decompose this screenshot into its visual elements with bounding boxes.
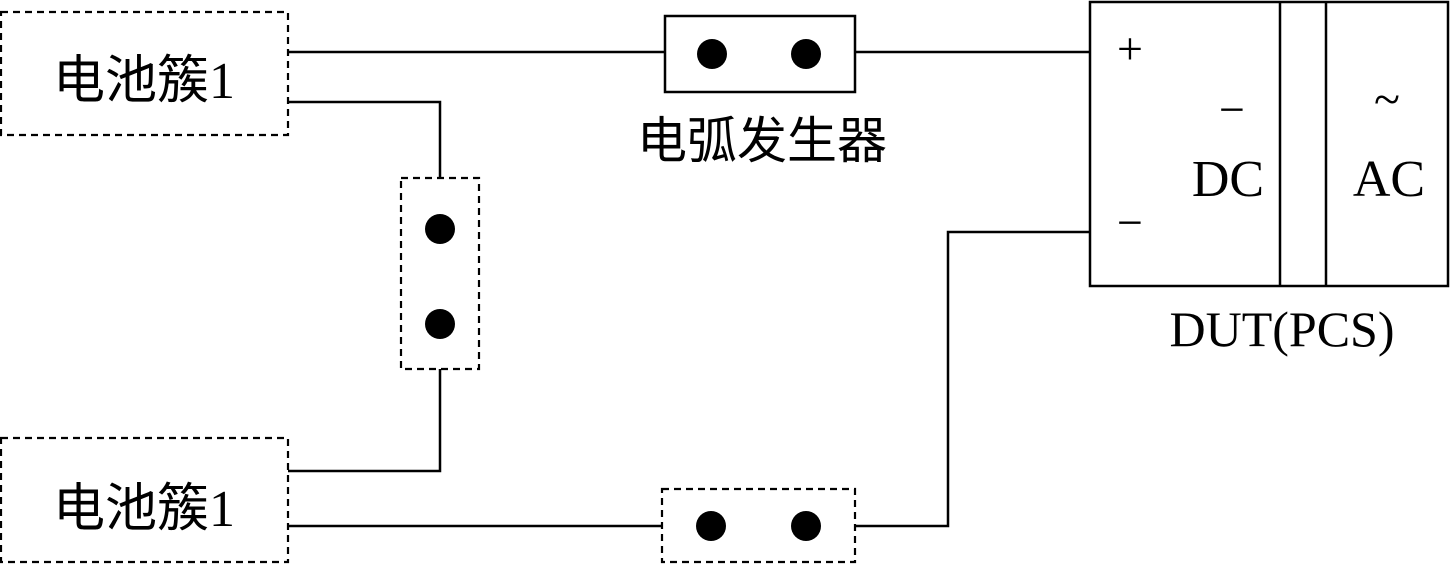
wire-bottom-connector-to-dut-minus bbox=[855, 230, 1090, 528]
dut-box bbox=[1088, 0, 1450, 288]
dut-ac-symbol: ~ bbox=[1374, 73, 1400, 126]
dut-plus-terminal: + bbox=[1117, 23, 1143, 74]
battery-cluster-top: 电池簇1 bbox=[0, 10, 290, 137]
arc-generator-box bbox=[663, 14, 857, 94]
bottom-connector-contact-right bbox=[791, 511, 821, 541]
battery-cluster-bottom-box bbox=[0, 436, 290, 564]
bottom-connector-contact-left bbox=[696, 511, 726, 541]
series-connector-box bbox=[399, 176, 481, 371]
series-connector bbox=[399, 176, 481, 371]
dut-pcs: + − − DC ~ AC DUT(PCS) bbox=[1088, 0, 1450, 357]
dut-dc-symbol: − bbox=[1219, 84, 1245, 135]
arc-generator-label: 电弧发生器 bbox=[637, 113, 887, 169]
arc-generator: 电弧发生器 bbox=[637, 14, 887, 169]
battery-cluster-bottom-label: 电池簇1 bbox=[53, 481, 235, 538]
wires bbox=[288, 50, 1090, 528]
arc-generator-contact-left bbox=[697, 39, 727, 69]
arc-generator-contact-right bbox=[791, 39, 821, 69]
battery-cluster-bottom: 电池簇1 bbox=[0, 436, 290, 564]
dut-dc-label: DC bbox=[1192, 151, 1264, 208]
dut-ac-label: AC bbox=[1353, 151, 1425, 208]
bottom-connector bbox=[660, 487, 857, 564]
series-connector-contact-bottom bbox=[425, 309, 455, 339]
wire-top-battery-to-series-connector bbox=[288, 100, 442, 178]
battery-cluster-top-label: 电池簇1 bbox=[53, 53, 235, 110]
battery-cluster-top-box bbox=[0, 10, 290, 137]
series-connector-contact-top bbox=[425, 214, 455, 244]
dut-label: DUT(PCS) bbox=[1169, 301, 1394, 357]
dut-minus-terminal: − bbox=[1117, 197, 1143, 248]
wire-series-connector-to-bottom-battery bbox=[288, 369, 442, 473]
bottom-connector-box bbox=[660, 487, 857, 564]
